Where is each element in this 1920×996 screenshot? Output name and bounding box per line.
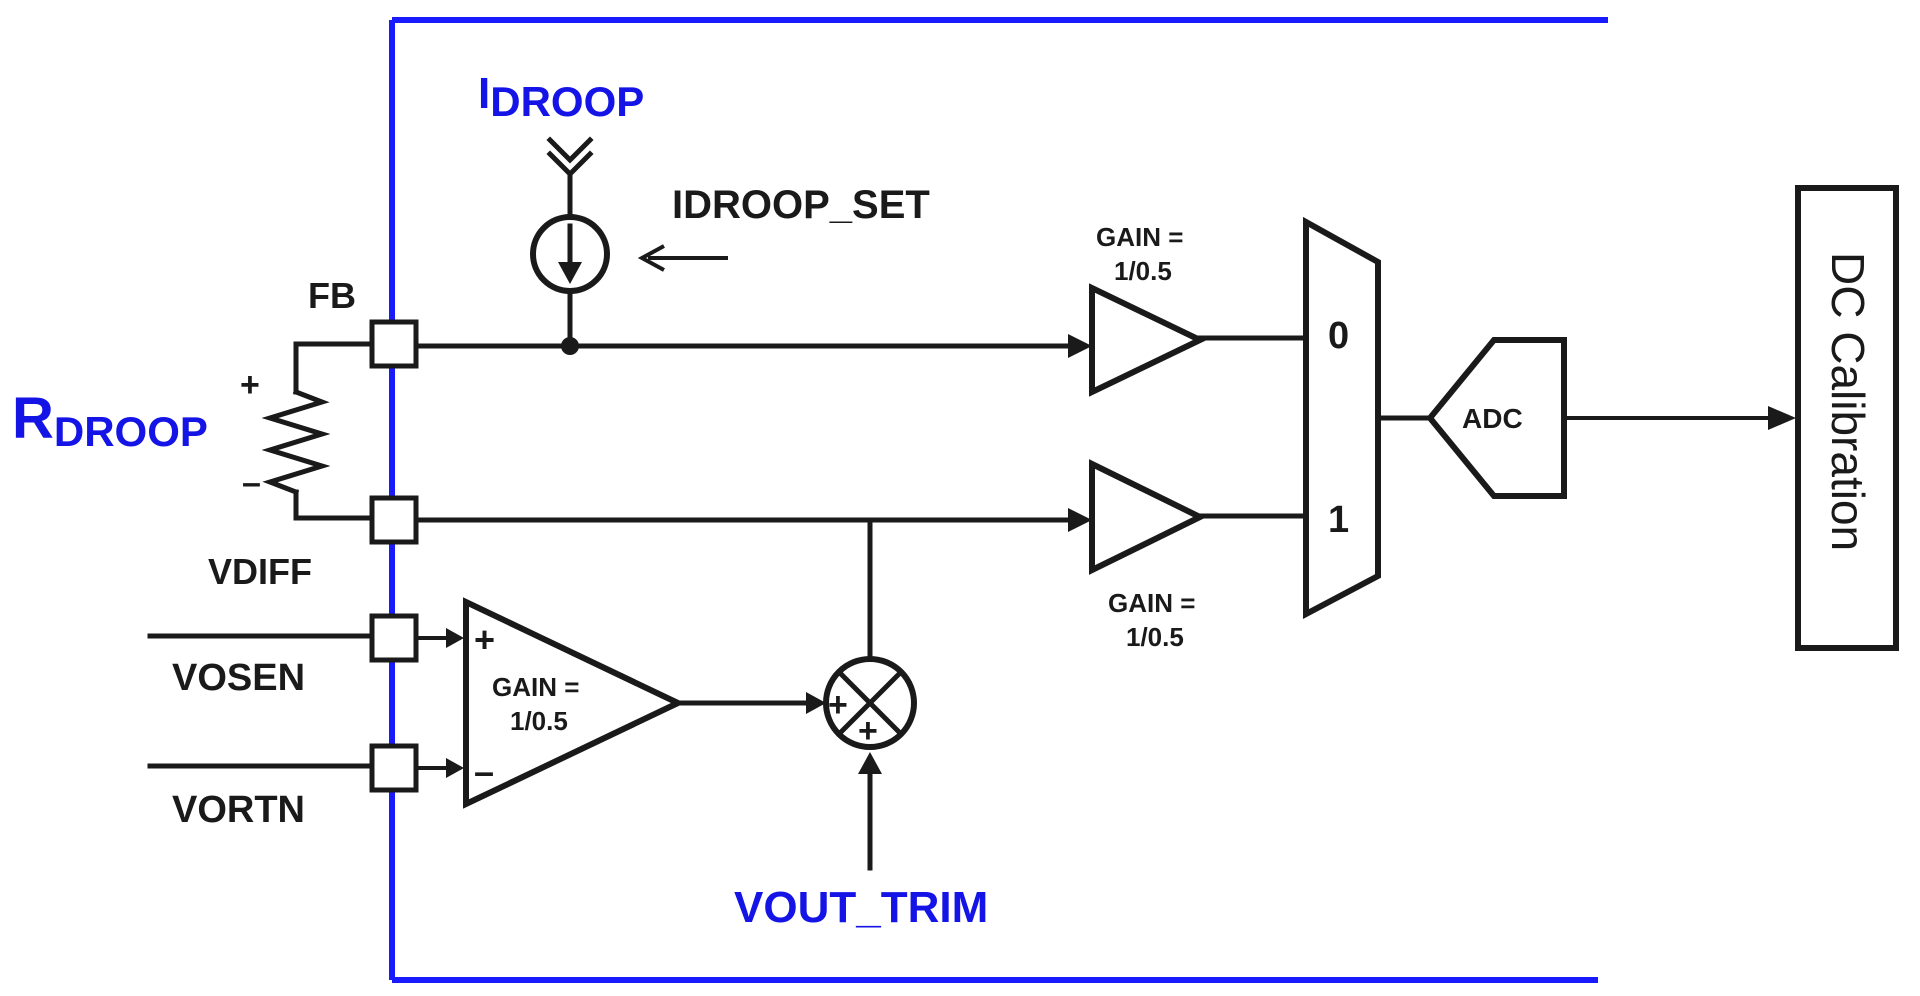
fb-wire-arrow [1068,334,1092,358]
current-source [530,214,610,347]
pin-vdiff [369,495,419,545]
pin-vortn [369,743,419,793]
diff-amp-gain-line2: 1/0.5 [510,706,568,736]
vortn-label: VORTN [172,789,305,831]
sum-plus-left: + [828,686,848,724]
dc-calibration-label: DC Calibration [1822,252,1874,551]
idroop-set-label: IDROOP_SET [672,183,930,227]
buffer-bottom-gain-line1: GAIN = [1108,588,1195,618]
dc-calibration-block [1795,185,1899,651]
idroop-set-arrow [637,244,728,272]
rdroop-resistor [261,341,375,521]
mux [1303,216,1381,619]
idroop-input-chevron [546,136,594,223]
idroop-label: IDROOP [478,69,644,125]
diff-amplifier [463,597,685,809]
buffer-bottom [1089,459,1207,575]
diff-amp-gain-line1: GAIN = [492,672,579,702]
rdroop-plus: + [240,366,260,404]
rdroop-minus: – [242,464,261,502]
pin-fb [369,319,419,369]
mux-input-0: 0 [1328,315,1349,357]
diff-amp-minus: – [474,751,494,792]
buffer-top-gain-line1: GAIN = [1096,222,1183,252]
diff-amp-output-arrow [806,692,826,714]
vdiff-label: VDIFF [208,551,312,592]
adc-label: ADC [1462,403,1523,434]
vortn-arrow [446,758,464,778]
sum-plus-bottom: + [858,712,878,750]
rdroop-label: RDROOP [12,386,208,455]
vout-trim-arrow [858,752,882,774]
adc-output-arrow [1768,406,1796,430]
diff-amp-plus: + [474,619,495,660]
fb-label: FB [308,275,356,316]
pin-vosen [369,613,419,663]
buffer-bottom-gain-line2: 1/0.5 [1126,622,1184,652]
buffer-top [1089,283,1207,397]
vout-trim-label: VOUT_TRIM [734,883,988,932]
mux-input-1: 1 [1328,499,1349,541]
buffer-top-gain-line2: 1/0.5 [1114,256,1172,286]
vosen-label: VOSEN [172,657,305,699]
vosen-arrow [446,628,464,648]
chip-boundary [389,17,1608,983]
vdiff-wire-arrow [1068,508,1092,532]
